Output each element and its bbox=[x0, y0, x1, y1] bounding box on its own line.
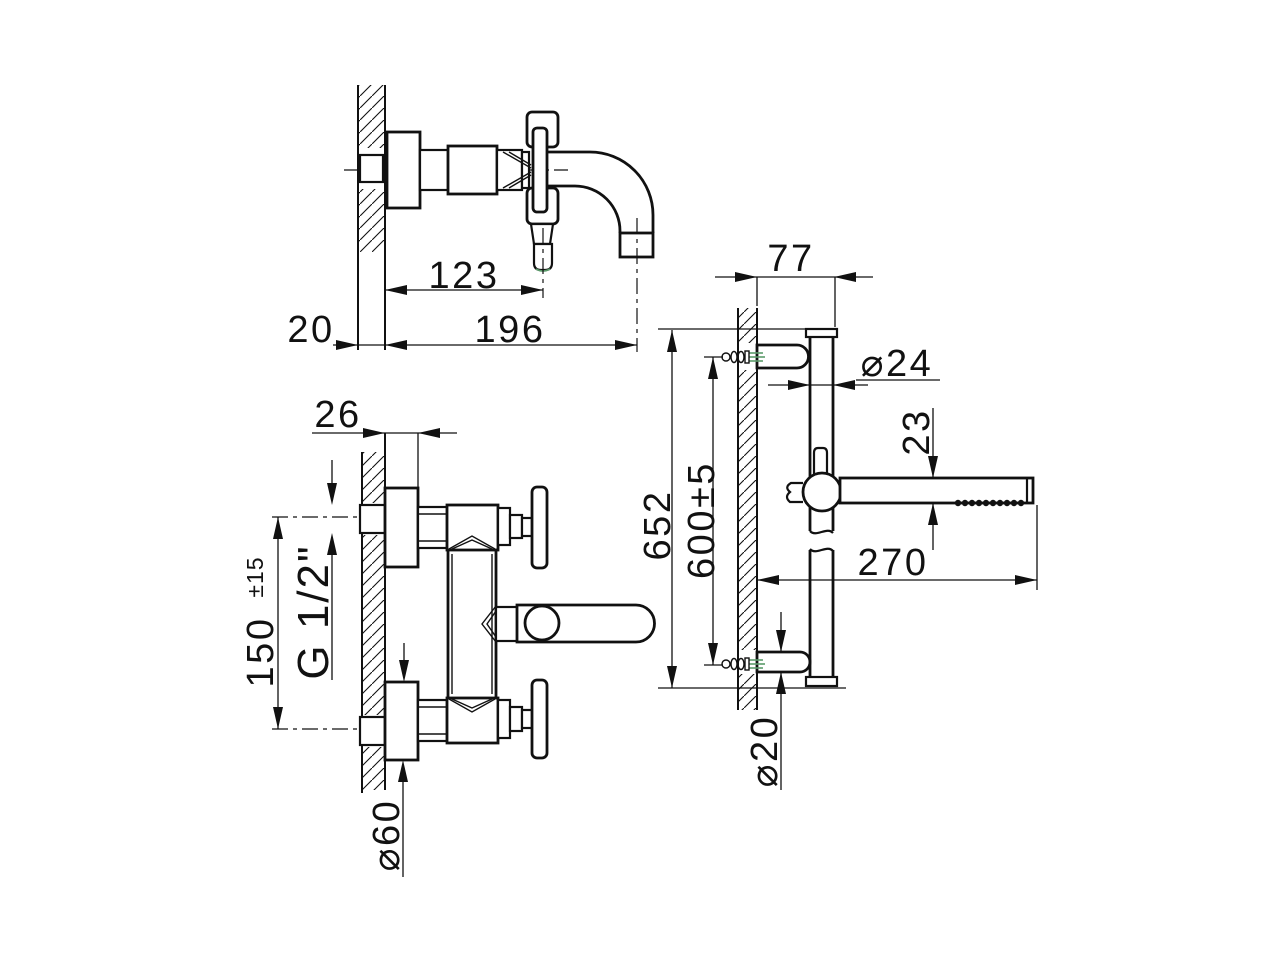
diverter-taper bbox=[529, 222, 555, 246]
dim-20-label: 20 bbox=[287, 309, 334, 351]
slider-clip bbox=[785, 481, 803, 504]
escutcheon bbox=[385, 130, 422, 210]
lower-inlet-nut bbox=[358, 715, 387, 747]
rail-break-lower bbox=[809, 547, 834, 553]
dim-123-label: 123 bbox=[429, 255, 500, 297]
spout-inner bbox=[548, 184, 622, 233]
dim-24-label: ⌀24 bbox=[861, 343, 934, 385]
side-view-dimensions: 123 20 196 bbox=[287, 218, 638, 352]
rail-view: 77 ⌀24 23 652 600±5 bbox=[637, 238, 1038, 790]
slider-lock-tab bbox=[812, 446, 829, 478]
rail-break-upper bbox=[809, 529, 834, 535]
dim-26-label: 26 bbox=[314, 394, 361, 436]
slider-swivel bbox=[801, 471, 843, 513]
dim-196-label: 196 bbox=[475, 309, 546, 351]
bottom-screw-anchor bbox=[721, 657, 765, 671]
dim-652-label: 652 bbox=[637, 490, 679, 561]
front-view-dimensions: 26 150 ±15 G 1/2" ⌀60 bbox=[240, 394, 457, 877]
rail-bottom-cap bbox=[804, 675, 839, 688]
rail-view-wall bbox=[737, 308, 758, 710]
dim-150-tolerance: ±15 bbox=[242, 556, 268, 597]
wall-nut bbox=[358, 153, 385, 184]
hand-shower-slider bbox=[785, 446, 1035, 513]
cross-handle-plate bbox=[531, 126, 549, 214]
upper-escutcheon bbox=[383, 486, 420, 569]
lower-escutcheon bbox=[383, 680, 420, 762]
spray-nozzles bbox=[954, 499, 1025, 507]
diverter-knob bbox=[532, 242, 554, 272]
lower-cross-handle bbox=[530, 678, 549, 760]
cartridge-block bbox=[446, 144, 499, 196]
side-view-wall bbox=[357, 85, 386, 350]
upper-cross-handle bbox=[530, 485, 549, 570]
dim-600-label: 600±5 bbox=[681, 461, 723, 579]
dim-20d-label: ⌀20 bbox=[744, 715, 786, 788]
rail-top-cap bbox=[804, 327, 839, 339]
dim-23-label: 23 bbox=[896, 408, 938, 455]
valve-ring bbox=[520, 150, 531, 190]
hand-shower-handle bbox=[838, 476, 1035, 505]
lever-pivot bbox=[523, 604, 561, 642]
dim-77-label: 77 bbox=[767, 238, 814, 280]
side-view-faucet-body bbox=[358, 110, 655, 272]
upper-inlet-nut bbox=[358, 503, 387, 535]
dim-150-label: 150 bbox=[240, 617, 282, 688]
dim-60-label: ⌀60 bbox=[366, 799, 408, 872]
body-tube bbox=[418, 148, 450, 192]
side-view: 123 20 196 bbox=[287, 85, 655, 352]
lower-valve-block bbox=[445, 696, 500, 745]
upper-tube bbox=[416, 505, 449, 550]
rail-view-dimensions: 77 ⌀24 23 652 600±5 bbox=[637, 238, 1038, 790]
lower-tube bbox=[416, 698, 449, 743]
bottom-wall-bracket bbox=[755, 650, 812, 674]
upper-valve-block bbox=[445, 503, 500, 552]
dim-thread-label: G 1/2" bbox=[289, 544, 338, 679]
top-screw-anchor bbox=[721, 350, 765, 364]
top-wall-bracket bbox=[755, 343, 810, 370]
front-view-mixer-body bbox=[358, 485, 656, 762]
dim-270-label: 270 bbox=[858, 542, 929, 584]
front-view: 26 150 ±15 G 1/2" ⌀60 bbox=[240, 394, 656, 877]
spout-outer bbox=[548, 150, 655, 233]
